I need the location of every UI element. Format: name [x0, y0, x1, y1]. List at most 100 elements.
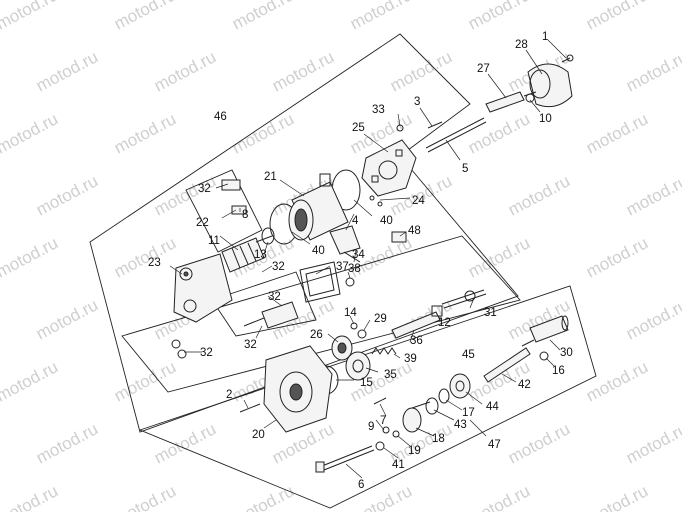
callout-42: 42 — [518, 379, 531, 391]
fastener-part-32-lower — [171, 339, 187, 359]
sub-frame-32-upper — [185, 169, 263, 253]
callout-3: 3 — [414, 96, 420, 108]
watermark-text: motod.ru — [111, 0, 179, 34]
washer-part-10 — [525, 93, 535, 103]
callout-19: 19 — [408, 445, 421, 457]
callout-39: 39 — [404, 353, 417, 365]
callout-27: 27 — [477, 63, 490, 75]
long-rod-part-5 — [425, 117, 487, 153]
screw-part-2 — [239, 403, 261, 413]
callout-28: 28 — [515, 39, 528, 51]
callout-46: 46 — [214, 111, 227, 123]
callout-17: 17 — [462, 407, 475, 419]
watermark-text: motod.ru — [0, 109, 61, 157]
callout-32-b: 32 — [272, 261, 285, 273]
callout-40-upper: 40 — [380, 215, 393, 227]
washer-part-38 — [345, 277, 355, 287]
watermark-text: motod.ru — [623, 47, 682, 95]
sub-frame-32-lower — [211, 271, 317, 337]
callout-32-e: 32 — [200, 347, 213, 359]
watermark-text: motod.ru — [229, 481, 297, 512]
callout-10: 10 — [539, 113, 552, 125]
callout-36: 36 — [410, 335, 423, 347]
callout-41: 41 — [392, 459, 405, 471]
screw-part-1 — [561, 57, 571, 63]
callout-12: 12 — [438, 317, 451, 329]
callout-16: 16 — [552, 365, 565, 377]
callout-43: 43 — [454, 419, 467, 431]
watermark-text: motod.ru — [33, 171, 101, 219]
watermark-text: motod.ru — [623, 419, 682, 467]
watermark-text: motod.ru — [33, 295, 101, 343]
motor-housing-part-21 — [288, 173, 349, 241]
callout-14: 14 — [344, 307, 357, 319]
callout-44: 44 — [486, 401, 499, 413]
washer-part-19 — [392, 430, 400, 438]
end-cap-part-28 — [527, 63, 573, 108]
pin-part-7 — [373, 397, 387, 405]
watermark-text: motod.ru — [583, 481, 651, 512]
callout-30: 30 — [560, 347, 573, 359]
watermark-text: motod.ru — [33, 419, 101, 467]
ring-part-17 — [438, 388, 450, 404]
watermark-text: motod.ru — [465, 233, 533, 281]
watermark-text: motod.ru — [583, 357, 651, 405]
screw-part-24-a — [369, 195, 375, 201]
long-bolt-part-6 — [315, 445, 375, 473]
watermark-text: motod.ru — [0, 357, 61, 405]
ring-part-43 — [425, 397, 439, 415]
callout-32-c: 32 — [268, 291, 281, 303]
gear-housing-part-23 — [173, 253, 233, 323]
watermark-text: motod.ru — [229, 109, 297, 157]
watermark-text: motod.ru — [583, 109, 651, 157]
gasket-part-37 — [299, 261, 341, 303]
watermark-text: motod.ru — [583, 0, 651, 34]
callout-23: 23 — [148, 257, 161, 269]
callout-32-a: 32 — [198, 183, 211, 195]
callout-24: 24 — [412, 195, 425, 207]
pinion-gear-part-26 — [331, 335, 353, 361]
gear-part-18 — [402, 401, 431, 433]
leader-lines — [169, 39, 567, 479]
watermark-text: motod.ru — [465, 109, 533, 157]
callout-20: 20 — [252, 429, 265, 441]
pin-part-14 — [350, 322, 358, 330]
watermark-text: motod.ru — [33, 47, 101, 95]
watermark-text: motod.ru — [465, 0, 533, 34]
watermark-text: motod.ru — [151, 47, 219, 95]
watermark-text: motod.ru — [111, 233, 179, 281]
callout-26: 26 — [310, 329, 323, 341]
pin-part-3 — [427, 121, 443, 129]
watermark-text: motod.ru — [229, 0, 297, 34]
callout-labels: 1 28 27 10 3 33 25 5 46 21 24 4 40 48 40… — [148, 31, 573, 491]
output-shaft-part-42 — [483, 339, 535, 383]
washer-part-41 — [375, 441, 385, 451]
watermark-text: motod.ru — [111, 109, 179, 157]
callout-31: 31 — [484, 307, 497, 319]
bearing-part-13 — [261, 227, 275, 245]
ring-part-16 — [539, 351, 549, 361]
brush-plate-part-25 — [361, 139, 417, 197]
sleeve-part-30 — [529, 315, 569, 343]
watermark-text: motod.ru — [0, 0, 61, 34]
callout-5: 5 — [462, 163, 468, 175]
ring-part-29 — [357, 329, 367, 339]
callout-22: 22 — [196, 217, 209, 229]
callout-32-d: 32 — [244, 339, 257, 351]
watermark-text: motod.ru — [623, 295, 682, 343]
clutch-gear-part-35 — [345, 351, 371, 381]
spring-part-39 — [371, 347, 397, 355]
callout-1: 1 — [542, 31, 548, 43]
front-housing-part-20 — [263, 345, 333, 433]
watermark-text: motod.ru — [505, 419, 573, 467]
callout-37: 37 — [336, 261, 349, 273]
callout-4: 4 — [352, 215, 359, 227]
watermark-text: motod.ru — [0, 481, 61, 512]
callout-2: 2 — [226, 389, 232, 401]
watermark-text: motod.ru — [111, 481, 179, 512]
callout-6: 6 — [358, 479, 364, 491]
watermark-text: motod.ru — [505, 171, 573, 219]
callout-47: 47 — [488, 439, 501, 451]
